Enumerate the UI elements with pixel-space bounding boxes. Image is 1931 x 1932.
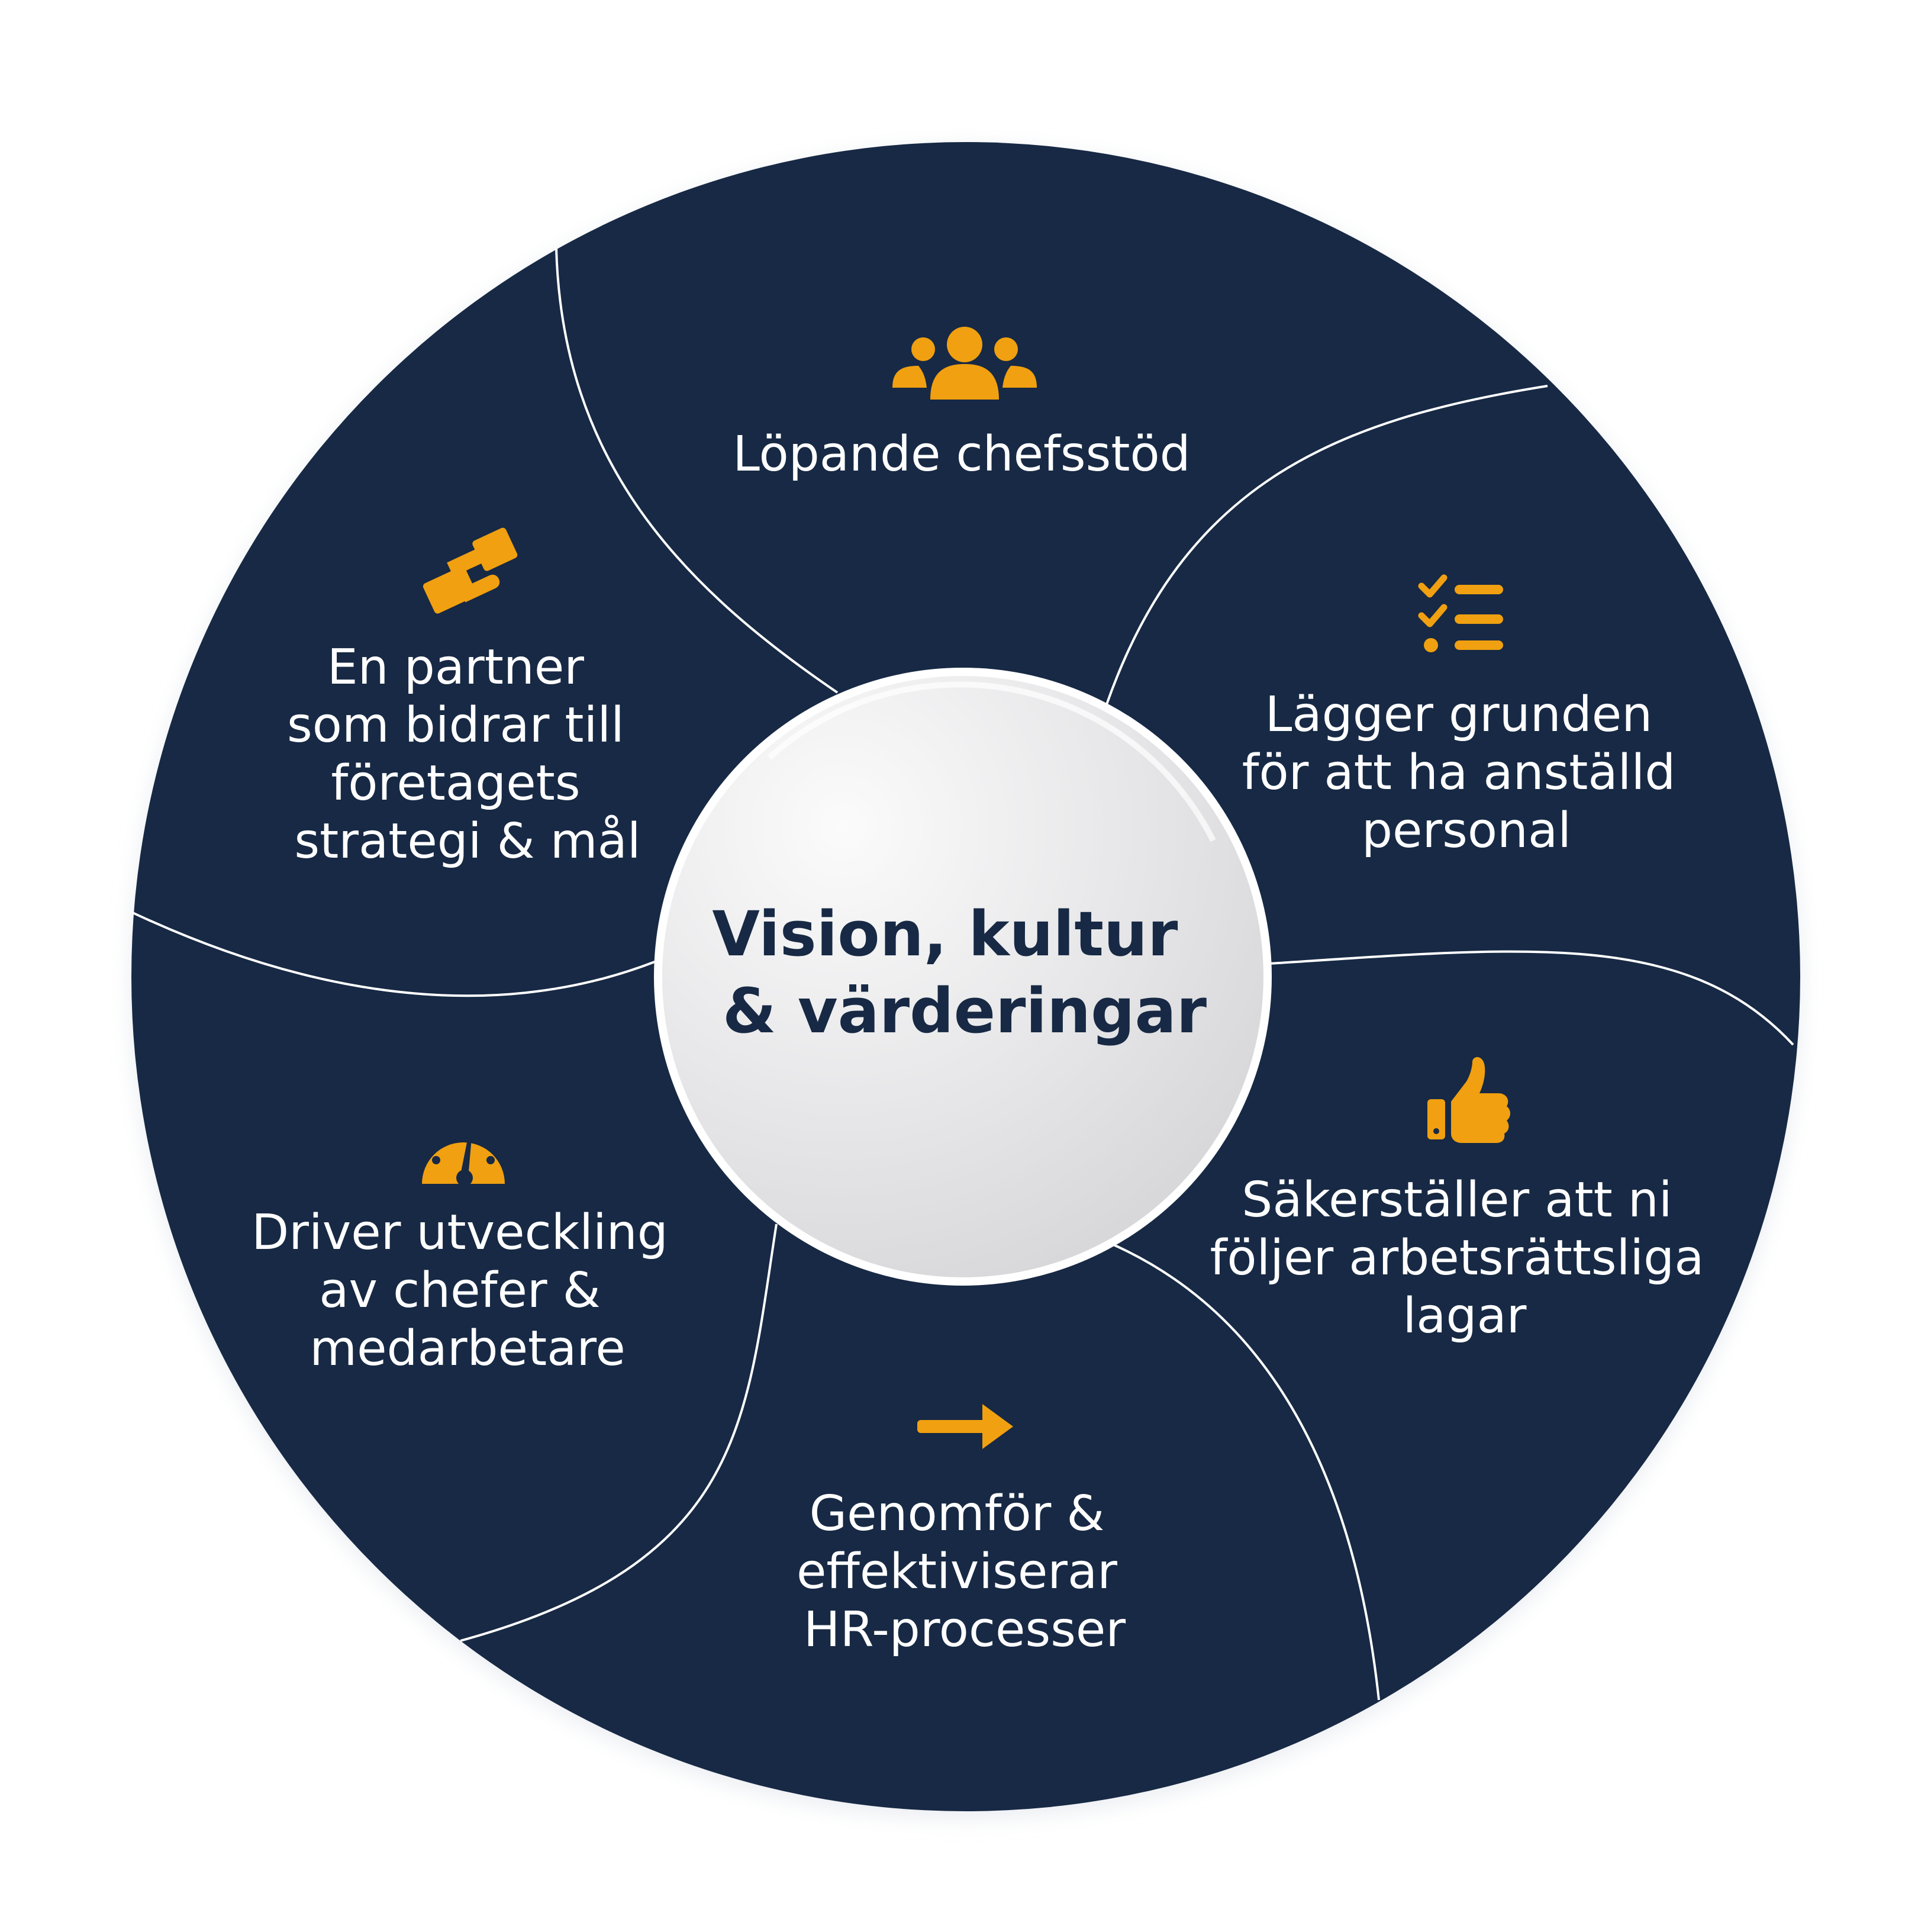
segment-5-line-3: medarbetare <box>310 1321 626 1377</box>
segment-6-line-3: företagets <box>331 755 580 812</box>
divider-top-right <box>1105 385 1548 705</box>
divider-bottom-left <box>460 1223 778 1642</box>
segment-label-driver-utveckling: Driver utveckling av chefer & medarbetar… <box>252 1205 684 1377</box>
divider-right <box>1268 950 1794 1046</box>
center-title-line-2: & värderingar <box>723 975 1207 1047</box>
segment-4-line-1: Genomför & <box>810 1486 1105 1542</box>
handshake-icon <box>423 527 518 614</box>
checklist-icon <box>1418 574 1503 652</box>
segment-6-line-2: som bidrar till <box>287 697 624 754</box>
segment-label-en-partner: En partner som bidrar till företagets st… <box>287 639 641 870</box>
segment-5-line-1: Driver utveckling <box>252 1205 668 1261</box>
thumbs-up-icon <box>1427 1057 1510 1143</box>
segment-4-line-3: HR-processer <box>804 1602 1126 1658</box>
center-disc <box>662 676 1263 1277</box>
divider-top-left <box>555 248 839 694</box>
segment-1-line-1: Löpande chefsstöd <box>733 426 1190 482</box>
segment-label-lopande-chefsstod: Löpande chefsstöd <box>733 426 1190 482</box>
center-disc-highlight <box>767 681 1216 842</box>
segment-dividers <box>130 248 1794 1701</box>
segment-6-line-1: En partner <box>327 639 584 695</box>
speedometer-icon <box>422 1124 505 1186</box>
segment-label-genomfor: Genomför & effektiviserar HR-processer <box>797 1486 1133 1658</box>
segment-5-line-2: av chefer & <box>319 1263 600 1319</box>
segment-6-line-4: strategi & mål <box>294 813 640 870</box>
divider-left <box>130 910 655 997</box>
segment-2-line-3: personal <box>1362 803 1571 859</box>
segment-3-line-3: lagar <box>1403 1288 1526 1344</box>
divider-bottom-right <box>1109 1242 1380 1701</box>
arrow-right-icon <box>917 1404 1013 1449</box>
segment-2-line-1: Lägger grunden <box>1265 687 1652 743</box>
segment-label-lagger-grunden: Lägger grunden för att ha anställd perso… <box>1242 687 1691 859</box>
center-title-line-1: Vision, kultur <box>712 898 1178 970</box>
segment-2-line-2: för att ha anställd <box>1242 745 1676 801</box>
segment-3-line-2: följer arbetsrättsliga <box>1210 1230 1704 1286</box>
segment-4-line-2: effektiviserar <box>797 1544 1117 1600</box>
segment-label-sakerstaller: Säkerställer att ni följer arbetsrättsli… <box>1210 1172 1719 1344</box>
people-group-icon <box>892 327 1037 400</box>
segment-3-line-1: Säkerställer att ni <box>1242 1172 1672 1228</box>
center-title: Vision, kultur & värderingar <box>712 898 1207 1047</box>
